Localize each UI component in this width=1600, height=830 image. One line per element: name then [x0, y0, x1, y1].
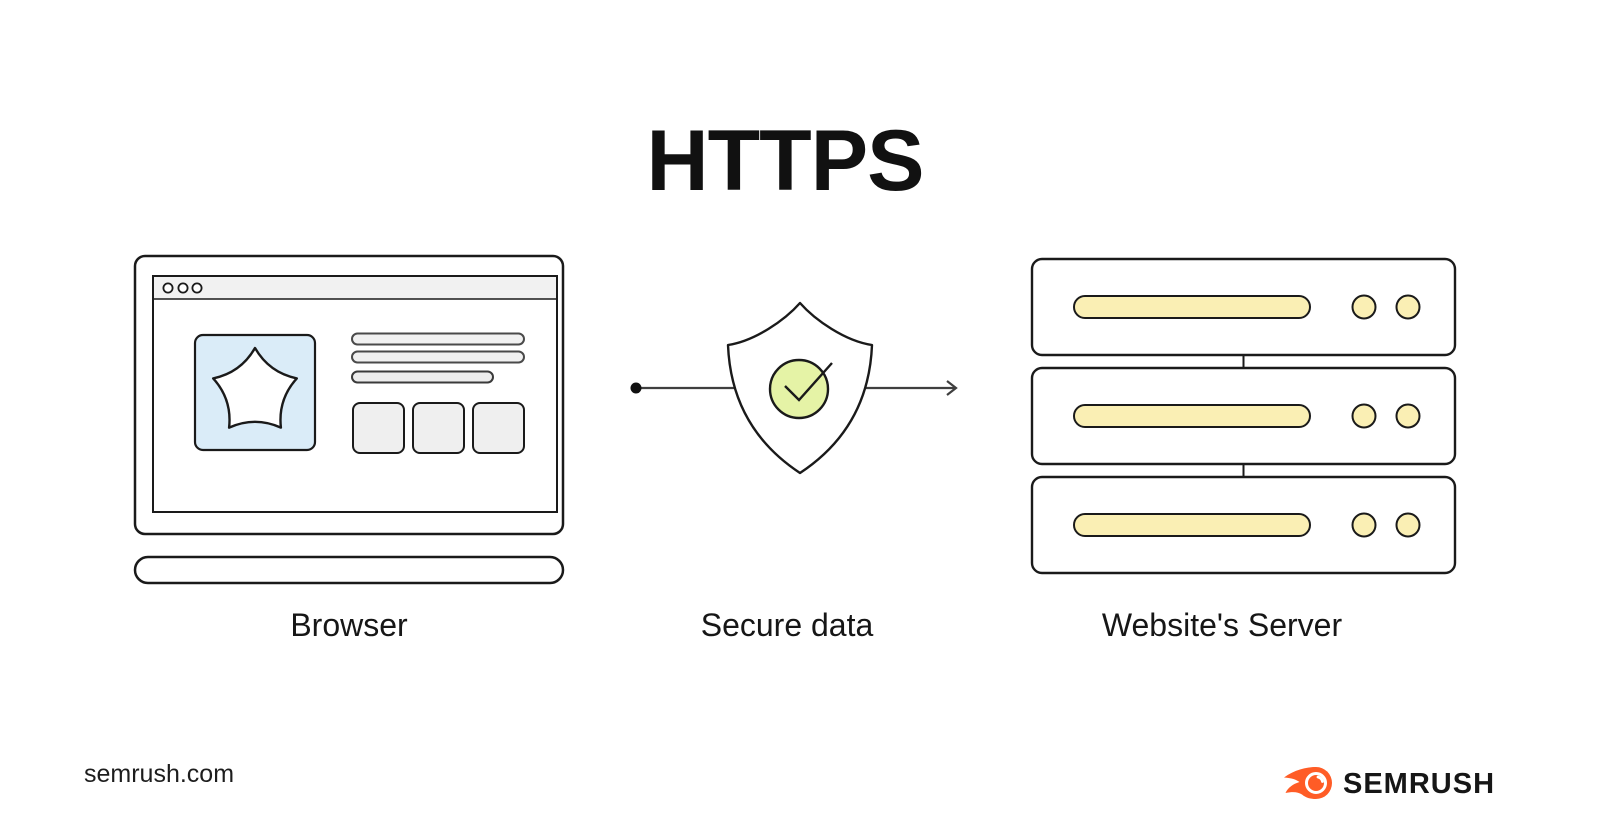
page-title: HTTPS: [646, 112, 925, 209]
arrowhead-icon: [946, 380, 958, 396]
traffic-light-dots-icon: [162, 282, 203, 294]
label-websites-server: Website's Server: [1101, 607, 1343, 643]
server-unit: [1030, 257, 1457, 357]
browser-titlebar: [154, 277, 556, 299]
check-circle: [768, 358, 830, 420]
server-unit: [1030, 366, 1457, 466]
shield-check-icon: [630, 301, 958, 475]
star-icon: [212, 346, 298, 429]
server-unit: [1030, 475, 1457, 575]
browser-window: [152, 275, 558, 513]
browser-laptop-icon: [133, 254, 565, 585]
text-line-placeholders: [351, 332, 525, 384]
checkmark-icon: [784, 362, 833, 402]
label-browser: Browser: [290, 607, 408, 643]
server-stack-icon: [1030, 257, 1457, 575]
label-secure-data: Secure data: [700, 607, 874, 643]
semrush-flame-icon: [1284, 767, 1332, 799]
thumbnail-placeholders: [352, 402, 525, 454]
site-url: semrush.com: [84, 760, 235, 788]
brand-wordmark: SEMRUSH: [1343, 767, 1496, 800]
semrush-logo: SEMRUSH: [1282, 764, 1495, 802]
laptop-screen: [133, 254, 565, 536]
laptop-base: [133, 555, 565, 585]
flow-start-dot: [630, 382, 642, 394]
